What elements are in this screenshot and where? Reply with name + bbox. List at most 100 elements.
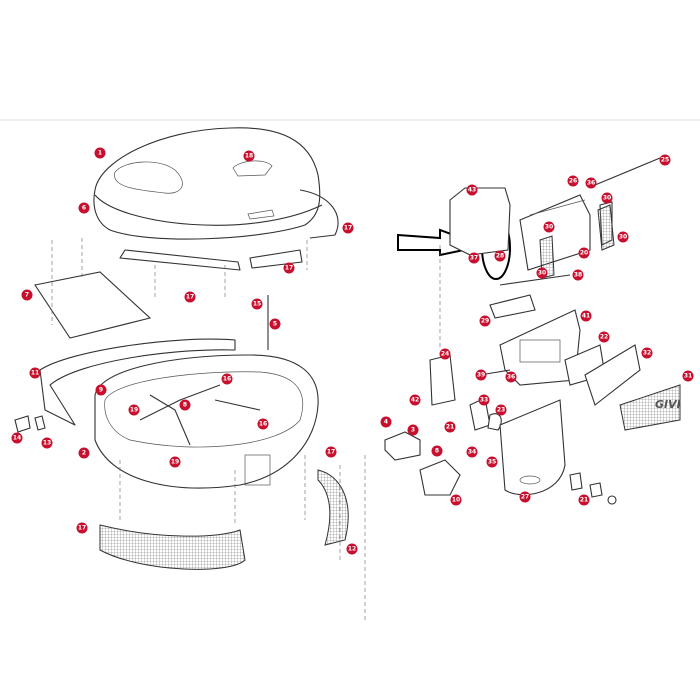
callout-27: 27 (519, 491, 531, 503)
svg-text:21: 21 (446, 424, 454, 431)
svg-text:17: 17 (327, 449, 335, 456)
svg-text:43: 43 (468, 187, 476, 194)
svg-text:29: 29 (481, 318, 489, 325)
callout-20: 20 (578, 247, 590, 259)
callout-4: 4 (380, 416, 392, 428)
svg-text:2: 2 (82, 450, 86, 457)
callout-17: 17 (184, 291, 196, 303)
svg-text:20: 20 (580, 250, 588, 257)
svg-text:36: 36 (587, 180, 595, 187)
tray-part (34, 271, 152, 339)
callout-17: 17 (325, 446, 337, 458)
svg-text:39: 39 (477, 372, 485, 379)
svg-text:37: 37 (470, 255, 478, 262)
svg-text:31: 31 (684, 373, 692, 380)
svg-text:33: 33 (480, 397, 488, 404)
callout-10: 10 (450, 494, 462, 506)
callout-3: 3 (407, 424, 419, 436)
lid-part (93, 127, 339, 271)
svg-text:30: 30 (538, 270, 546, 277)
svg-text:3: 3 (411, 427, 415, 434)
callout-39: 39 (475, 369, 487, 381)
svg-text:24: 24 (441, 351, 449, 358)
callout-16: 16 (221, 373, 233, 385)
svg-text:22: 22 (600, 334, 608, 341)
base-part (14, 338, 349, 570)
svg-text:5: 5 (273, 321, 277, 328)
callout-5: 5 (269, 318, 281, 330)
svg-text:17: 17 (186, 294, 194, 301)
callout-35: 35 (486, 456, 498, 468)
callout-25: 25 (659, 154, 671, 166)
svg-text:30: 30 (619, 234, 627, 241)
givi-logo: GIVI (655, 398, 681, 411)
svg-text:15: 15 (253, 301, 261, 308)
svg-text:6: 6 (82, 205, 86, 212)
svg-text:21: 21 (580, 497, 588, 504)
svg-text:12: 12 (348, 546, 356, 553)
callout-11: 11 (29, 367, 41, 379)
callout-30: 30 (601, 192, 613, 204)
svg-text:30: 30 (545, 224, 553, 231)
svg-text:16: 16 (259, 421, 267, 428)
callout-17: 17 (76, 522, 88, 534)
callout-36: 36 (585, 177, 597, 189)
callout-16: 16 (257, 418, 269, 430)
svg-text:9: 9 (99, 387, 103, 394)
svg-text:1: 1 (98, 150, 102, 157)
svg-text:19: 19 (130, 407, 138, 414)
callout-7: 7 (21, 289, 33, 301)
svg-text:14: 14 (13, 435, 21, 442)
callout-28: 28 (494, 250, 506, 262)
callout-42: 42 (409, 394, 421, 406)
callout-19: 19 (128, 404, 140, 416)
callout-21: 21 (578, 494, 590, 506)
svg-text:42: 42 (411, 397, 419, 404)
callout-23: 23 (495, 404, 507, 416)
callout-34: 34 (466, 446, 478, 458)
callout-30: 30 (617, 231, 629, 243)
svg-text:27: 27 (521, 494, 529, 501)
svg-text:25: 25 (661, 157, 669, 164)
callout-17: 17 (283, 262, 295, 274)
svg-text:23: 23 (497, 407, 505, 414)
svg-text:13: 13 (43, 440, 51, 447)
svg-text:4: 4 (384, 419, 388, 426)
svg-text:38: 38 (574, 272, 582, 279)
svg-text:17: 17 (78, 525, 86, 532)
callout-38: 38 (572, 269, 584, 281)
svg-text:8: 8 (183, 402, 187, 409)
callout-8: 8 (431, 445, 443, 457)
svg-text:26: 26 (569, 178, 577, 185)
svg-text:17: 17 (344, 225, 352, 232)
callout-9: 9 (95, 384, 107, 396)
callout-6: 6 (78, 202, 90, 214)
callout-17: 17 (342, 222, 354, 234)
svg-text:16: 16 (223, 376, 231, 383)
callout-30: 30 (536, 267, 548, 279)
svg-text:19: 19 (171, 459, 179, 466)
callout-43: 43 (466, 184, 478, 196)
callout-41: 41 (580, 310, 592, 322)
callout-8: 8 (179, 399, 191, 411)
callout-2: 2 (78, 447, 90, 459)
callout-24: 24 (439, 348, 451, 360)
callout-21: 21 (444, 421, 456, 433)
callout-37: 37 (468, 252, 480, 264)
svg-text:30: 30 (603, 195, 611, 202)
svg-text:35: 35 (488, 459, 496, 466)
callout-29: 29 (479, 315, 491, 327)
svg-text:41: 41 (582, 313, 590, 320)
callout-19: 19 (169, 456, 181, 468)
callout-13: 13 (41, 437, 53, 449)
lock-mechanism-parts (364, 157, 681, 620)
callout-18: 18 (243, 150, 255, 162)
callout-26: 26 (567, 175, 579, 187)
callout-32: 32 (641, 347, 653, 359)
callout-30: 30 (543, 221, 555, 233)
svg-text:28: 28 (496, 253, 504, 260)
svg-text:10: 10 (452, 497, 460, 504)
